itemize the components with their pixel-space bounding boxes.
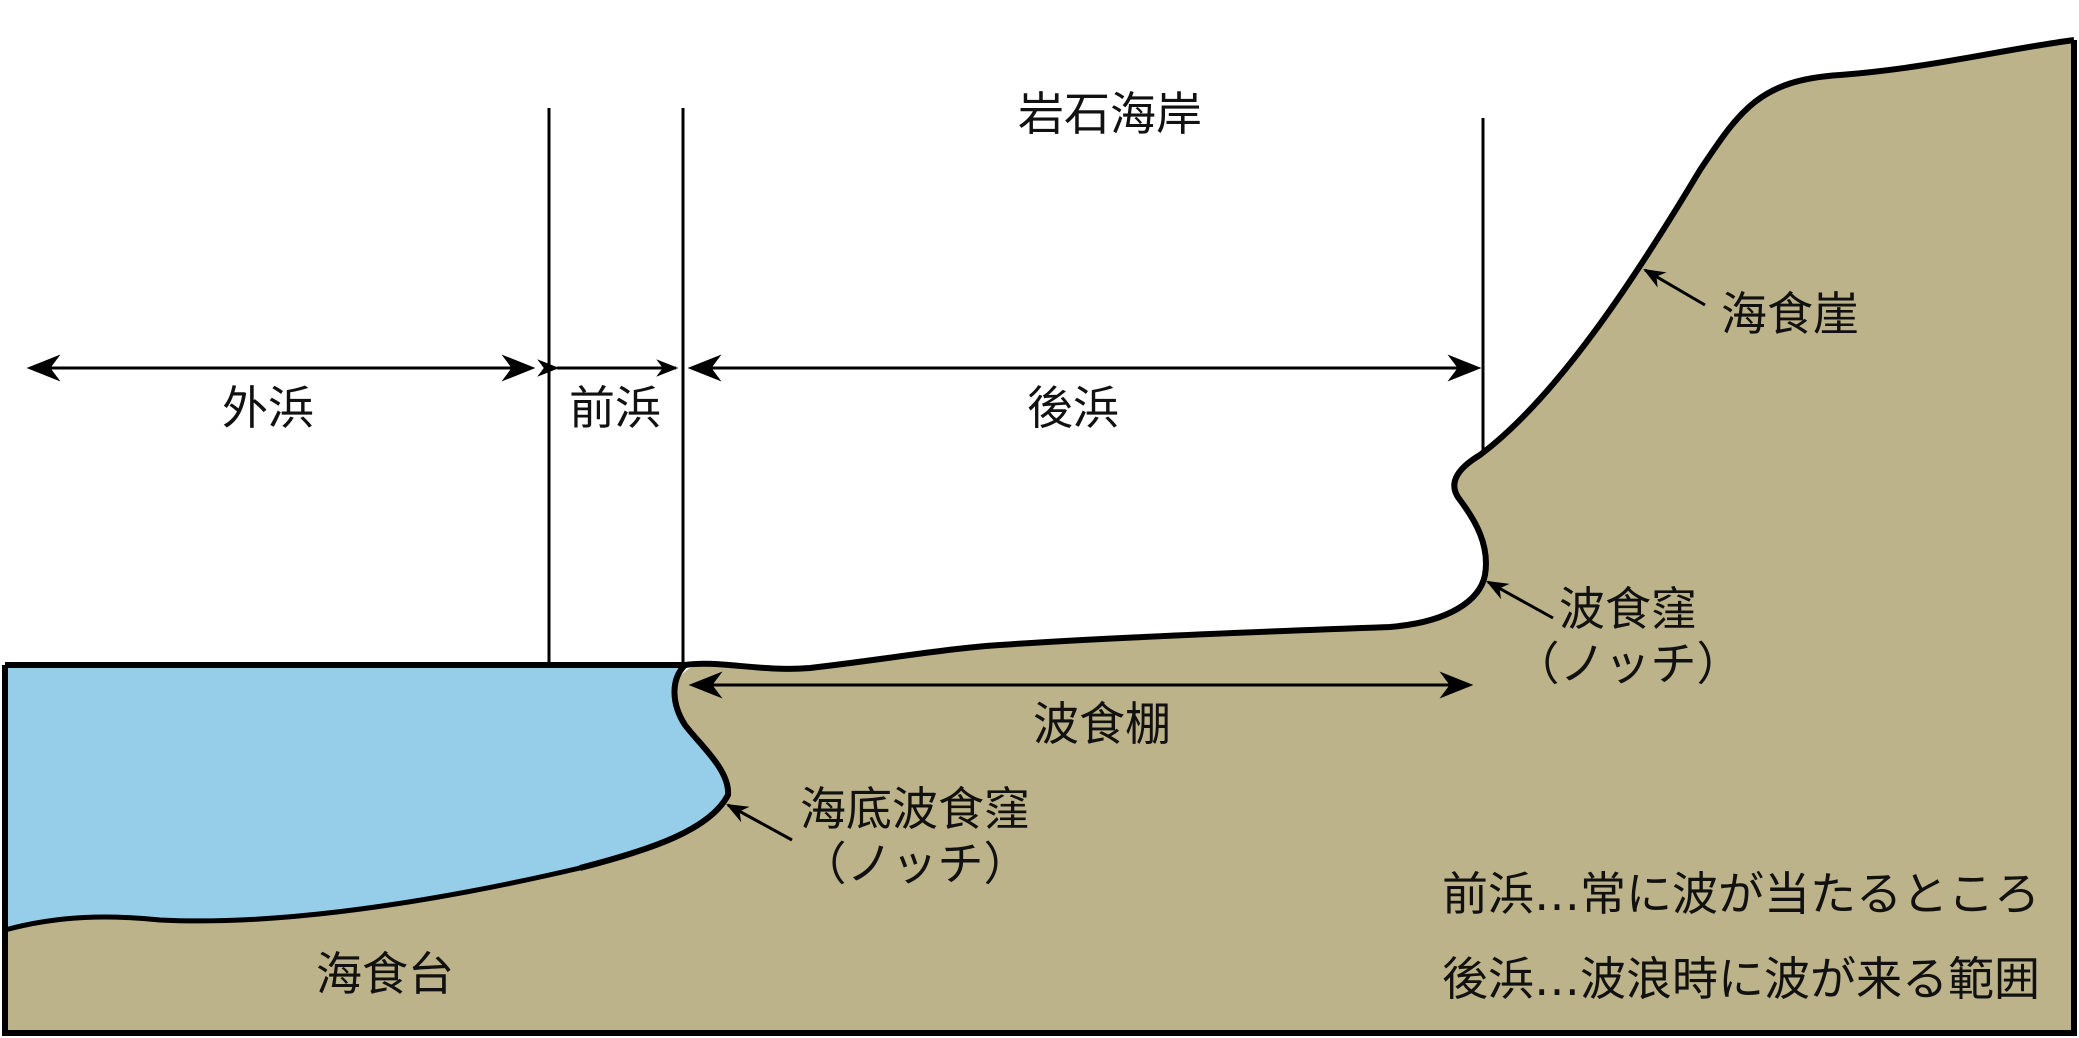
label-backshore: 後浜: [1027, 381, 1119, 435]
label-notch-1: 波食窪: [1559, 582, 1697, 636]
label-wave-cut-bench: 波食棚: [1033, 697, 1171, 751]
label-submarine-notch-2: （ノッチ）: [800, 837, 1029, 891]
label-sea-cliff: 海食崖: [1721, 287, 1859, 341]
frame-left: [2, 40, 2077, 1036]
label-offshore: 外浜: [222, 381, 314, 435]
title: 岩石海岸: [1018, 87, 1202, 141]
coastline: [579, 662, 732, 871]
legend-foreshore: 前浜…常に波が当たるところ: [1442, 867, 2040, 921]
legend-backshore: 後浜…波浪時に波が来る範囲: [1442, 952, 2040, 1006]
sea-cliff-pointer: [1643, 268, 1706, 307]
water-body: [5, 665, 729, 930]
seabed-line: [4, 865, 581, 933]
bench-and-cliff-line: [684, 37, 2075, 672]
notch-pointer: [1486, 580, 1554, 620]
land-body: [5, 40, 2074, 1033]
label-wave-cut-platform: 海食台: [316, 947, 454, 1001]
label-submarine-notch-1: 海底波食窪: [800, 782, 1030, 836]
submarine-notch-pointer: [726, 803, 793, 842]
label-foreshore: 前浜: [569, 381, 661, 435]
label-notch-2: （ノッチ）: [1513, 637, 1742, 691]
